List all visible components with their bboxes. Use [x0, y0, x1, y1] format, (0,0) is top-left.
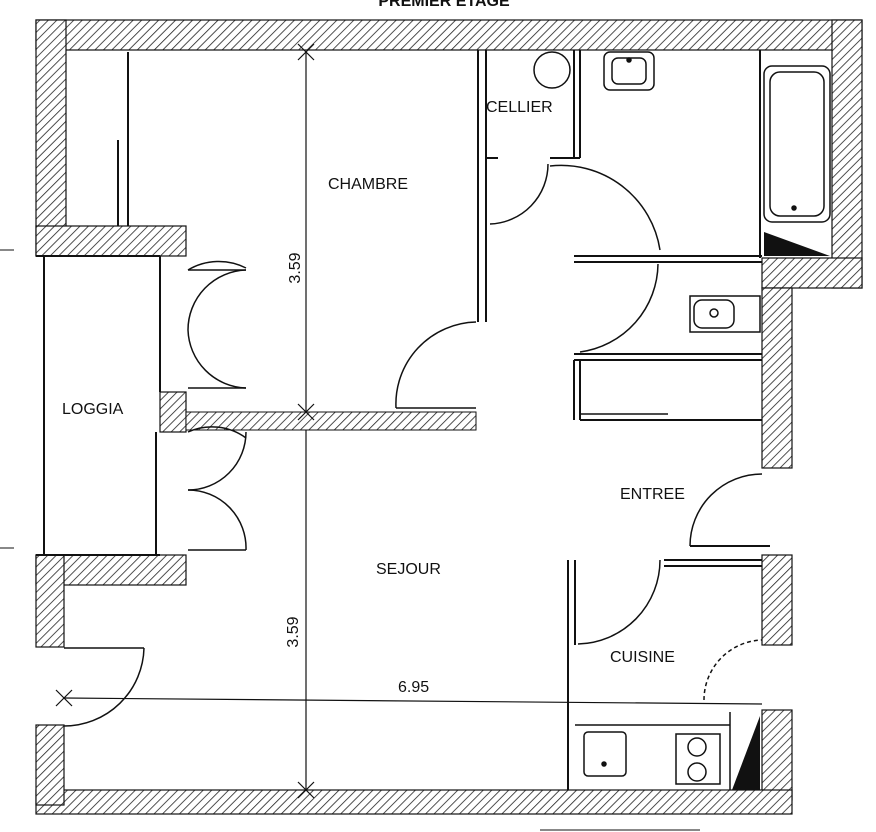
dimension-total-width: 6.95: [398, 679, 429, 696]
room-label-sejour: SEJOUR: [376, 561, 441, 578]
room-label-cellier: CELLIER: [486, 99, 553, 116]
duct-shafts: [732, 232, 830, 790]
edge-marks: [0, 249, 700, 831]
plan-title: PREMIER ETAGE: [378, 0, 510, 10]
outer-walls: [35, 19, 863, 815]
dimension-sejour-height: 3.59: [285, 616, 302, 647]
dimension-ticks: [55, 43, 315, 799]
room-label-loggia: LOGGIA: [62, 401, 124, 418]
room-label-chambre: CHAMBRE: [328, 176, 408, 193]
inner-wall-chambre-sejour: [185, 411, 477, 431]
partitions: [36, 50, 770, 790]
room-label-entree: ENTREE: [620, 486, 685, 503]
fixtures: [533, 51, 831, 790]
dimension-chambre-height: 3.59: [287, 252, 304, 283]
doors: [63, 163, 763, 727]
room-label-cuisine: CUISINE: [610, 649, 675, 666]
